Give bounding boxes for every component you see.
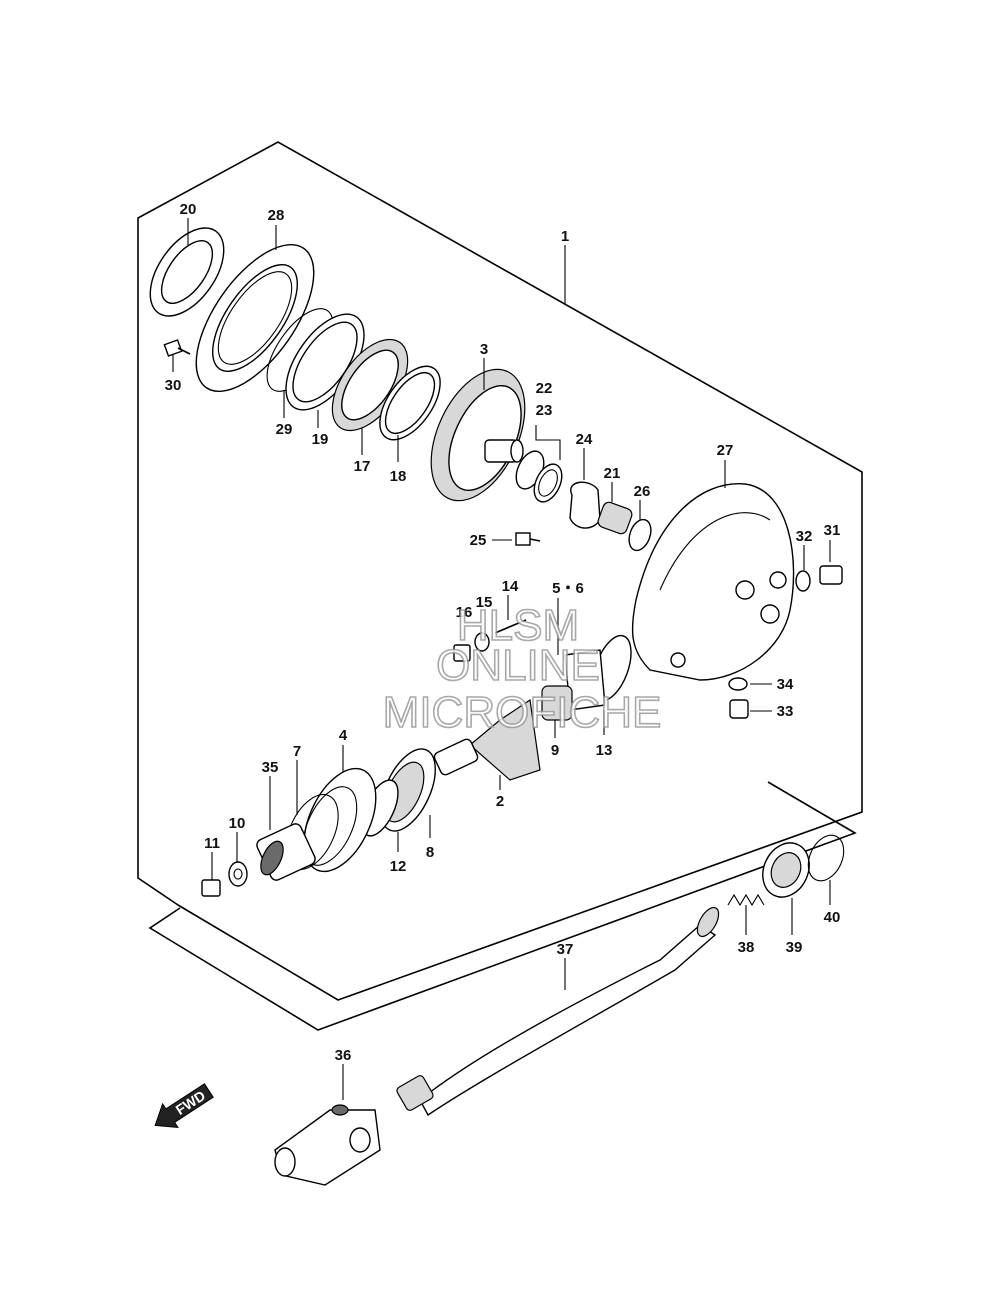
label-part-28: 28	[268, 207, 285, 224]
label-part-14: 14	[502, 578, 519, 595]
universal-joint-part-36	[274, 1104, 381, 1186]
watermark-line-3: MICROFICHE	[383, 688, 662, 737]
watermark: HLSM ONLINE MICROFICHE	[382, 600, 662, 738]
circlip-part-40	[807, 834, 845, 882]
label-part-21: 21	[604, 465, 621, 482]
washer-part-15	[474, 632, 490, 652]
label-part-25: 25	[470, 532, 487, 549]
gear-case-part-27	[631, 483, 795, 681]
label-part-22: 22	[536, 380, 553, 397]
label-part-11: 11	[204, 835, 220, 852]
nut-part-11	[201, 879, 221, 897]
label-part-12: 12	[390, 858, 407, 875]
label-part-18: 18	[390, 468, 407, 485]
label-part-2: 2	[496, 793, 504, 810]
label-part-38: 38	[738, 939, 755, 956]
label-part-20: 20	[180, 201, 197, 218]
label-part-10: 10	[229, 815, 246, 832]
part-labels: 1 20 28 30 29 19 17 18 3 22 23 24 21 26 …	[165, 201, 841, 1064]
label-part-27: 27	[717, 442, 734, 459]
plug-part-31	[819, 565, 843, 585]
fwd-arrow-icon: FWD	[154, 1083, 214, 1128]
label-part-15: 15	[476, 594, 493, 611]
label-part-34: 34	[777, 676, 794, 693]
shim-part-23	[533, 463, 563, 503]
leader-lines	[172, 218, 831, 1100]
label-part-35: 35	[262, 759, 279, 776]
label-part-7: 7	[293, 743, 301, 760]
label-part-40: 40	[824, 909, 841, 926]
stud-part-14	[494, 619, 527, 634]
retainer-part-24	[569, 481, 601, 529]
label-part-29: 29	[276, 421, 293, 438]
label-part-1: 1	[561, 228, 569, 245]
spring-part-38	[727, 893, 765, 907]
label-part-16: 16	[456, 604, 473, 621]
label-part-24: 24	[576, 431, 593, 448]
circlip-part-18	[379, 365, 441, 441]
label-part-23: 23	[536, 402, 553, 419]
label-part-9: 9	[551, 742, 559, 759]
label-part-30: 30	[165, 377, 182, 394]
driveshaft-group-bracket	[148, 781, 857, 1031]
bolt-part-30	[163, 339, 191, 357]
bolt-part-25	[515, 532, 541, 546]
label-part-37: 37	[557, 941, 574, 958]
label-part-31: 31	[824, 522, 841, 539]
bearing-part-17	[331, 338, 409, 432]
washer-part-34	[728, 677, 748, 691]
washer-part-32	[795, 570, 811, 592]
label-part-19: 19	[312, 431, 329, 448]
watermark-line-2: ONLINE	[436, 641, 600, 690]
oil-seal-part-20	[149, 227, 225, 317]
label-part-32: 32	[796, 528, 813, 545]
label-part-17: 17	[354, 458, 371, 475]
label-part-26: 26	[634, 483, 651, 500]
drive-shaft-part-37	[396, 906, 720, 1117]
watermark-line-1: HLSM	[457, 601, 579, 650]
bearing-part-21	[597, 501, 633, 535]
oil-seal-part-26	[628, 518, 652, 552]
label-part-8: 8	[426, 844, 434, 861]
pinion-gear-part-2	[433, 698, 541, 781]
assembly-frame-outline	[137, 141, 863, 1001]
label-part-33: 33	[777, 703, 794, 720]
seal-part-39	[762, 842, 810, 898]
ring-gear-part-3	[430, 368, 526, 502]
label-part-13: 13	[596, 742, 613, 759]
bearing-part-9	[541, 685, 573, 721]
plug-part-33	[729, 699, 749, 719]
label-part-4: 4	[339, 727, 348, 744]
bearing-housing-part-28	[195, 243, 315, 393]
nut-part-16	[453, 644, 471, 662]
label-part-39: 39	[786, 939, 803, 956]
label-part-36: 36	[335, 1047, 352, 1064]
label-part-5-6: 5・6	[552, 580, 584, 597]
coupling-part-35	[256, 823, 316, 881]
washer-part-10	[228, 861, 248, 887]
label-part-3: 3	[480, 341, 488, 358]
